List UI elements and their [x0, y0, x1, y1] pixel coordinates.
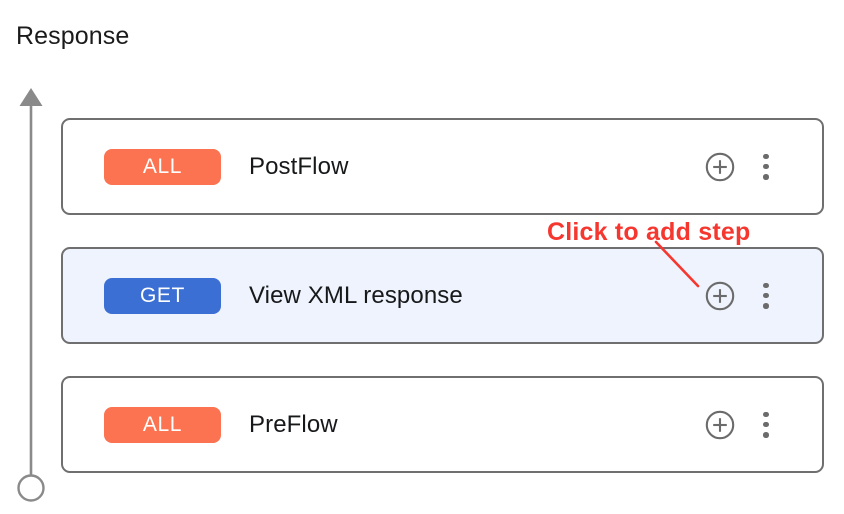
circle-outline-icon: [17, 474, 45, 502]
flow-axis-graphic: [17, 88, 45, 502]
annotation-label: Click to add step: [547, 218, 751, 246]
flow-row-label: View XML response: [249, 281, 463, 309]
page-title: Response: [16, 22, 130, 50]
arrow-up-icon: [19, 88, 43, 106]
kebab-menu-icon[interactable]: [755, 281, 777, 311]
flow-step-list: ALL PostFlow GET View XML response: [61, 118, 824, 473]
flow-row-preflow[interactable]: ALL PreFlow: [61, 376, 824, 473]
plus-circle-icon[interactable]: [705, 410, 735, 440]
method-badge: ALL: [104, 148, 221, 185]
method-badge: GET: [104, 277, 221, 314]
flow-row-label: PreFlow: [249, 410, 338, 438]
plus-circle-icon[interactable]: [705, 281, 735, 311]
plus-circle-icon[interactable]: [705, 152, 735, 182]
flow-row-label: PostFlow: [249, 152, 349, 180]
method-badge: ALL: [104, 406, 221, 443]
kebab-menu-icon[interactable]: [755, 410, 777, 440]
flow-axis: [0, 84, 64, 504]
kebab-menu-icon[interactable]: [755, 152, 777, 182]
flow-row-view-xml-response[interactable]: GET View XML response: [61, 247, 824, 344]
flow-row-postflow[interactable]: ALL PostFlow: [61, 118, 824, 215]
